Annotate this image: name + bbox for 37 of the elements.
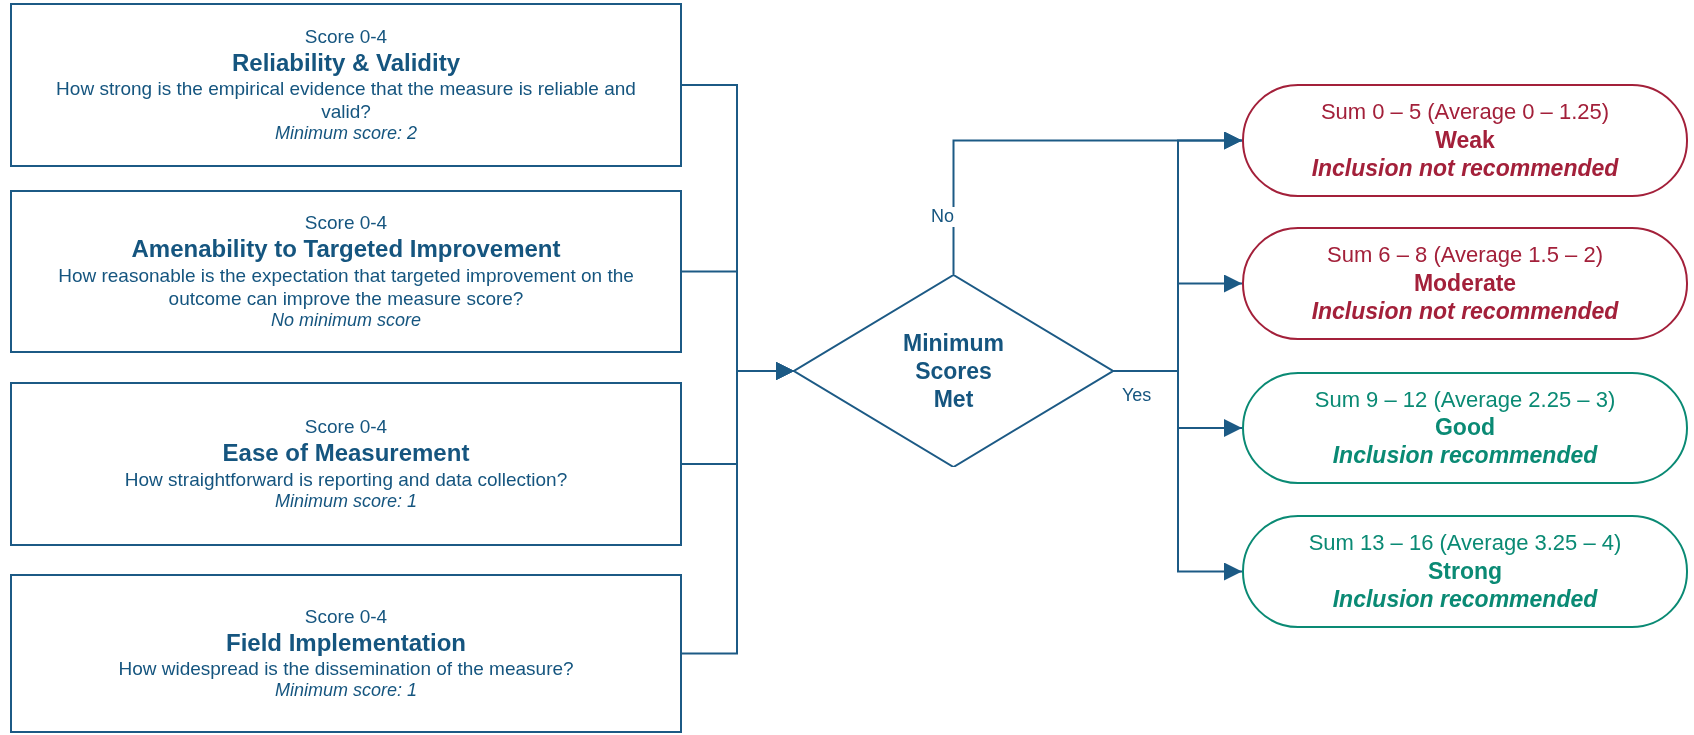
criterion-question: How straightforward is reporting and data collection? bbox=[124, 467, 568, 491]
criterion-box bbox=[10, 382, 682, 546]
criterion-question: How strong is the empirical evidence that the measure is reliable and valid? bbox=[55, 77, 637, 124]
score-range: Score 0-4 bbox=[304, 415, 388, 439]
minimum-score-note: No minimum score bbox=[271, 309, 421, 332]
sum-range: Sum 6 – 8 (Average 1.5 – 2) bbox=[1327, 242, 1603, 269]
recommendation: Inclusion not recommended bbox=[1311, 153, 1619, 182]
criterion-box bbox=[10, 3, 682, 167]
score-range: Score 0-4 bbox=[304, 24, 388, 48]
sum-range: Sum 13 – 16 (Average 3.25 – 4) bbox=[1308, 530, 1622, 557]
minimum-score-note: Minimum score: 2 bbox=[275, 123, 417, 146]
rating: Strong bbox=[1427, 556, 1503, 585]
connector-arrow bbox=[1112, 370, 1243, 581]
recommendation: Inclusion not recommended bbox=[1311, 296, 1619, 325]
recommendation: Inclusion recommended bbox=[1332, 441, 1598, 470]
edge-label: No bbox=[929, 207, 956, 227]
sum-range: Sum 9 – 12 (Average 2.25 – 3) bbox=[1314, 386, 1616, 414]
rating: Moderate bbox=[1413, 268, 1517, 297]
score-range: Score 0-4 bbox=[304, 211, 388, 235]
rating: Weak bbox=[1435, 125, 1495, 154]
criterion-question: How widespread is the dissemination of the measure? bbox=[118, 657, 574, 681]
recommendation: Inclusion recommended bbox=[1332, 584, 1598, 613]
criterion-title: Ease of Measurement bbox=[222, 438, 470, 468]
minimum-score-note: Minimum score: 1 bbox=[275, 490, 417, 513]
criterion-box bbox=[10, 190, 682, 353]
criterion-question: How reasonable is the expectation that targeted improvement on the outcome can improve the measure score? bbox=[57, 263, 635, 310]
decision-label: Minimum Scores Met bbox=[902, 328, 1005, 414]
criterion-title: Amenability to Targeted Improvement bbox=[131, 234, 561, 264]
connector-arrow bbox=[681, 362, 795, 655]
decision-diamond bbox=[794, 275, 1113, 467]
rating: Good bbox=[1434, 413, 1495, 442]
score-range: Score 0-4 bbox=[304, 604, 388, 628]
minimum-score-note: Minimum score: 1 bbox=[275, 680, 417, 703]
criterion-title: Reliability & Validity bbox=[231, 47, 461, 78]
criterion-title: Field Implementation bbox=[226, 627, 466, 658]
criterion-box bbox=[10, 574, 682, 733]
sum-range: Sum 0 – 5 (Average 0 – 1.25) bbox=[1320, 99, 1610, 126]
